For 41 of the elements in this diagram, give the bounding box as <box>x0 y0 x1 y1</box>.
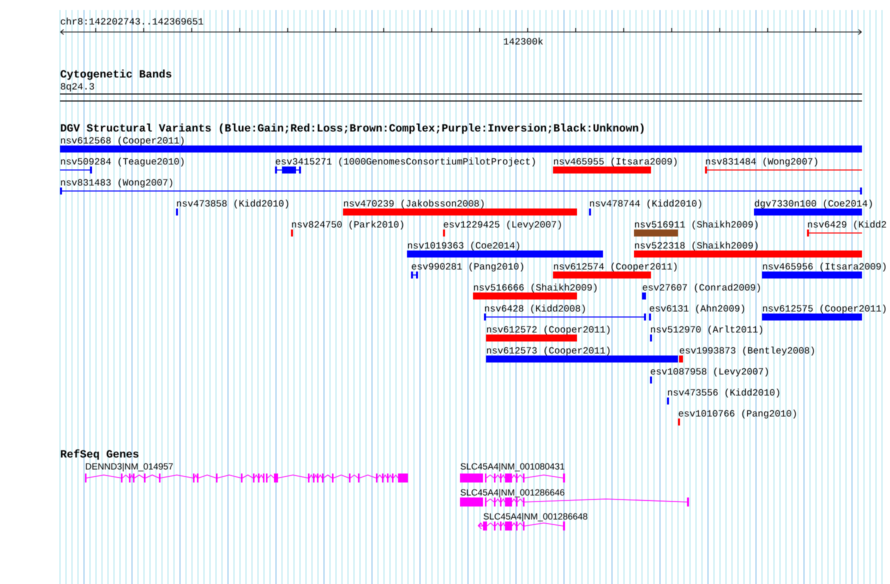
variant-label: esv1229425 (Levy2007) <box>444 220 561 230</box>
variant-label: nsv612572 (Cooper2011) <box>487 326 610 334</box>
variant-label: nsv831483 (Wong2007) <box>61 178 172 188</box>
gene-label: SLC45A4|NM_001286646 <box>460 489 564 498</box>
variant-label: esv990281 (Pang2010) <box>412 262 524 272</box>
variant-label: nsv512970 (Arlt2011) <box>651 326 762 334</box>
variant-label: esv1010766 (Pang2010) <box>678 410 796 418</box>
variant-label: esv1087958 (Levy2007) <box>650 368 768 376</box>
variant-label: nsv516666 (Shaikh2009) <box>474 284 597 292</box>
variant-label: nsv612573 (Cooper2011) <box>487 346 610 356</box>
variant-label: nsv612575 (Cooper2011) <box>763 304 886 314</box>
variant-label: esv3415271 (1000GenomesConsortiumPilotProject) <box>276 158 535 166</box>
variant-label: nsv831484 (Wong2007) <box>706 158 818 166</box>
variant-label: nsv473556 (Kidd2010) <box>668 388 780 398</box>
variant-label: nsv516911 (Shaikh2009) <box>635 220 758 230</box>
gene-label: SLC45A4|NM_001080431 <box>460 463 564 472</box>
track-heading: Cytogenetic Bands <box>60 70 172 80</box>
track-heading: RefSeq Genes <box>60 449 138 460</box>
variant-label: nsv612568 (Cooper2011) <box>61 136 184 146</box>
variant-label: nsv509284 (Teague2010) <box>61 158 184 166</box>
variant-label: esv27607 (Conrad2009) <box>642 284 760 292</box>
variant-label: nsv1019363 (Coe2014) <box>408 242 520 250</box>
variant-label: dgv7330n100 (Coe2014) <box>754 200 872 208</box>
variant-label: nsv522318 (Shaikh2009) <box>635 242 758 250</box>
axis-label: 142300k <box>504 38 543 45</box>
gene-label: SLC45A4|NM_001286648 <box>484 513 588 522</box>
variant-label: nsv824750 (Park2010) <box>292 220 404 230</box>
variant-label: nsv478744 (Kidd2010) <box>590 200 702 208</box>
variant-label: esv1993873 (Bentley2008) <box>680 346 814 356</box>
variant-label: nsv465956 (Itsara2009) <box>763 262 886 272</box>
track-heading: DGV Structural Variants (Blue:Gain;Red:Loss;Brown:Complex;Purple:Inversion;Black:Unknown) <box>60 124 644 134</box>
variant-label: nsv6428 (Kidd2008) <box>485 304 585 314</box>
variant-label: nsv465955 (Itsara2009) <box>554 158 677 166</box>
axis-label: chr8:142202743..142369651 <box>60 18 204 25</box>
variant-label: nsv612574 (Cooper2011) <box>554 262 677 272</box>
variant-label: nsv470239 (Jakobsson2008) <box>344 200 484 208</box>
variant-label: nsv473858 (Kidd2010) <box>177 200 288 208</box>
variant-label: esv6131 (Ahn2009) <box>650 304 744 314</box>
gene-label: DENND3|NM_014957 <box>86 463 173 472</box>
variant-label: nsv6429 (Kidd2 <box>808 220 886 230</box>
axis-label: 8q24.3 <box>60 83 94 92</box>
